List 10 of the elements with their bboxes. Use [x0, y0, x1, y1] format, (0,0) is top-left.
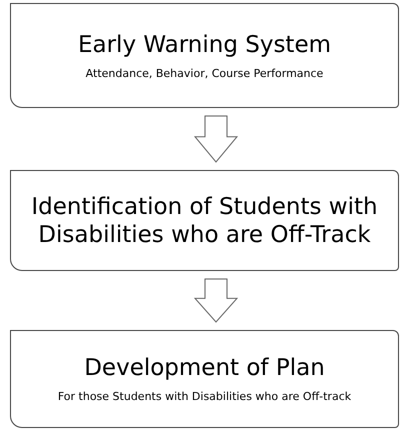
block-arrow	[194, 116, 238, 163]
process-box	[10, 170, 399, 271]
block-arrow	[194, 278, 238, 323]
box-subtitle: For those Students with Disabilities who are Off-track	[58, 390, 352, 404]
box-title: Development of Plan	[84, 354, 325, 382]
process-box	[10, 330, 399, 428]
box-subtitle: Attendance, Behavior, Course Performance	[86, 66, 324, 80]
box-title: Early Warning System	[78, 30, 332, 58]
process-box	[10, 3, 399, 108]
box-title: Identification of Students with Disabilities who are Off-Track	[30, 192, 379, 248]
